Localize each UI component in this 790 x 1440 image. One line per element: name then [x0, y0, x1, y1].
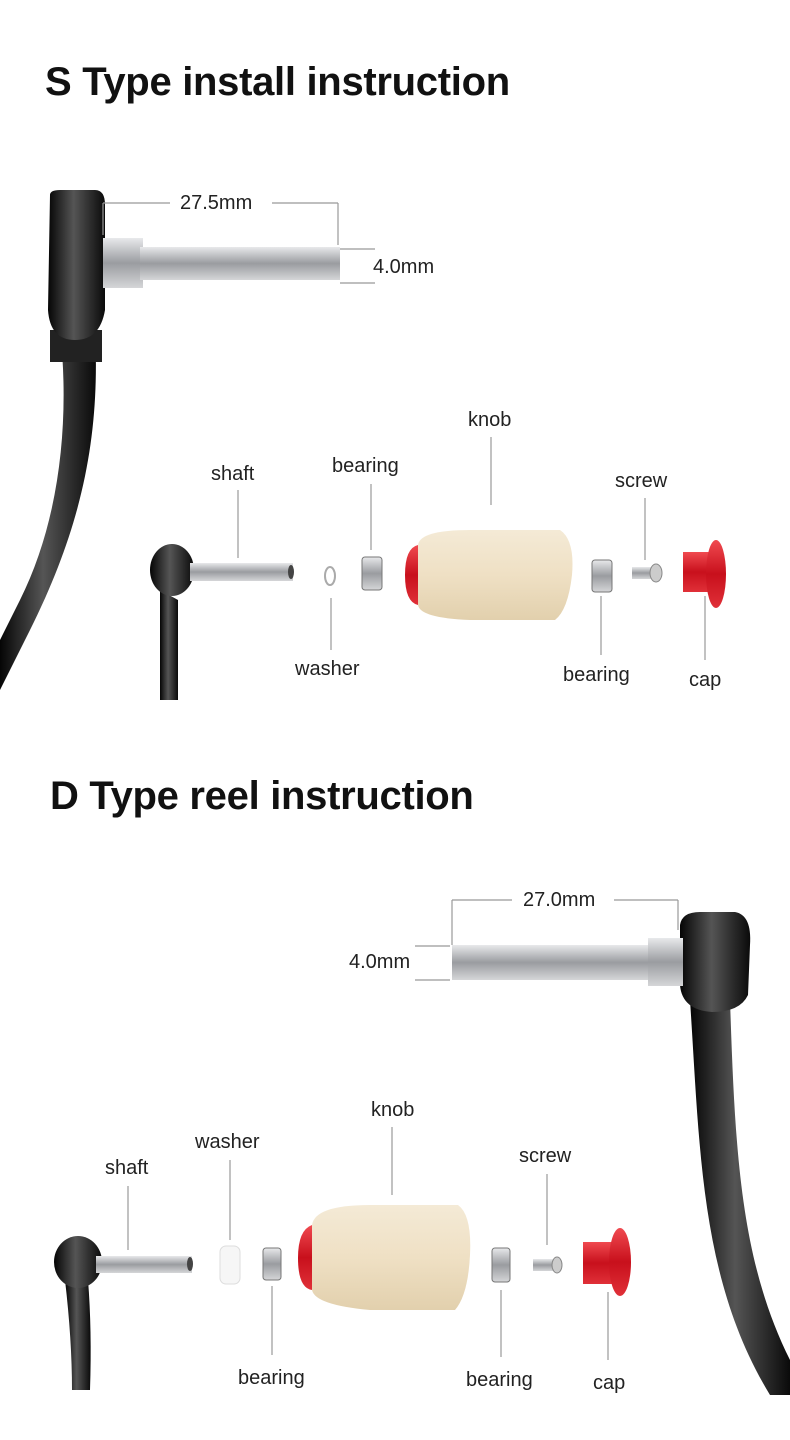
d-cap	[583, 1228, 631, 1296]
s-bearing-1	[361, 556, 383, 591]
d-bearing-2	[491, 1247, 511, 1283]
d-length-label: 27.0mm	[523, 889, 596, 911]
d-screw	[533, 1256, 563, 1274]
s-screw-label: screw	[615, 470, 668, 492]
d-washer-label: washer	[195, 1131, 260, 1153]
s-washer-label: washer	[295, 658, 360, 680]
s-shaft-label: shaft	[211, 463, 255, 485]
d-bearing-1	[262, 1247, 282, 1281]
d-washer	[219, 1245, 241, 1285]
d-leader-lines	[127, 1127, 609, 1360]
d-type-dimension-lines	[415, 899, 679, 981]
d-type-title: D Type reel instruction	[50, 774, 474, 818]
d-cap-label: cap	[593, 1372, 626, 1394]
s-type-dimension-lines	[102, 202, 375, 284]
d-knob	[298, 1205, 471, 1310]
s-length-label: 27.5mm	[180, 192, 253, 214]
s-screw	[632, 563, 663, 583]
d-shaft-label: shaft	[105, 1157, 149, 1179]
d-bearing-1-label: bearing	[238, 1367, 305, 1389]
s-washer	[324, 566, 336, 586]
s-type-big-handle	[0, 190, 340, 690]
s-cap	[683, 540, 726, 608]
s-type-title: S Type install instruction	[45, 60, 510, 104]
s-bearing-2	[591, 559, 613, 593]
d-bearing-2-label: bearing	[466, 1369, 533, 1391]
s-knob	[405, 530, 573, 620]
s-bearing-2-label: bearing	[563, 664, 630, 686]
d-knob-label: knob	[371, 1099, 415, 1121]
d-type-big-handle	[452, 912, 790, 1395]
d-screw-label: screw	[519, 1145, 572, 1167]
d-diameter-label: 4.0mm	[349, 951, 411, 973]
s-leader-lines	[237, 437, 706, 660]
d-type-small-shaft	[54, 1236, 193, 1390]
s-knob-label: knob	[468, 409, 512, 431]
s-type-small-shaft	[150, 544, 294, 700]
s-bearing-1-label: bearing	[332, 455, 399, 477]
s-diameter-label: 4.0mm	[373, 256, 435, 278]
s-cap-label: cap	[689, 669, 722, 691]
